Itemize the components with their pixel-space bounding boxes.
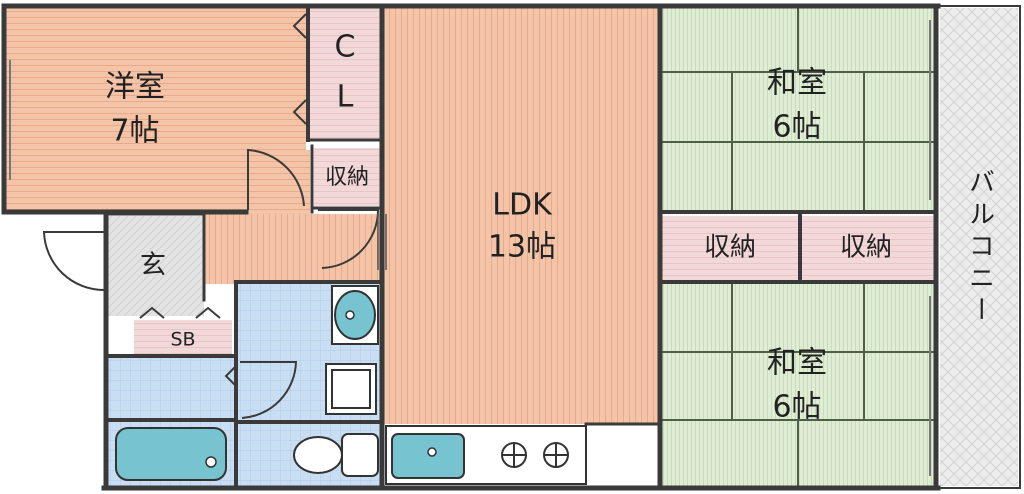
kitchen-sink: [391, 433, 465, 479]
balcony-label: バルコニー: [965, 168, 995, 328]
toilet-tank: [341, 433, 379, 477]
western-room-size: 7帖: [110, 114, 159, 149]
hallway-floor-upper: [248, 150, 310, 214]
storage-1-floor: [662, 216, 798, 280]
japanese-room-1-size: 6帖: [772, 110, 821, 145]
japanese-room-1-name: 和室: [767, 66, 827, 101]
japanese-room-2-name: 和室: [767, 346, 827, 381]
small-storage-floor: [314, 148, 380, 206]
tatami-lines-room-2: [662, 284, 934, 486]
closet-label-l: L: [337, 80, 354, 115]
closet-label-c: C: [335, 30, 356, 65]
tatami-lines-room-1: [662, 8, 934, 212]
ldk-name: LDK: [492, 188, 553, 223]
western-room-name: 洋室: [105, 70, 165, 105]
doors: [42, 13, 380, 419]
toilet-bowl: [293, 436, 343, 474]
closet-floor: [310, 8, 380, 140]
basin-drain: [345, 310, 355, 320]
entrance-floor: [108, 216, 204, 316]
washing-machine-inner: [331, 369, 371, 409]
sliding-door-ldk: [377, 214, 387, 270]
hallway-floor: [204, 214, 380, 284]
storage-1-label: 収納: [704, 233, 756, 263]
bathtub: [115, 427, 227, 481]
japanese-room-2-size: 6帖: [772, 390, 821, 425]
ldk-floor: [384, 8, 658, 424]
shoe-box-label: SB: [170, 329, 195, 351]
stove: [501, 442, 569, 468]
kitchen-sink-drain: [427, 447, 437, 457]
bathtub-drain: [205, 456, 217, 468]
storage-2-label: 収納: [840, 233, 892, 263]
entrance-label: 玄: [140, 251, 166, 281]
balcony-floor: [940, 8, 1018, 486]
ldk-size: 13帖: [488, 230, 556, 265]
small-storage-label: 収納: [325, 165, 369, 190]
shoe-box-floor: [134, 320, 232, 354]
storage-2-floor: [802, 216, 934, 280]
walls: [1, 3, 1021, 491]
wash-basin: [334, 290, 376, 340]
